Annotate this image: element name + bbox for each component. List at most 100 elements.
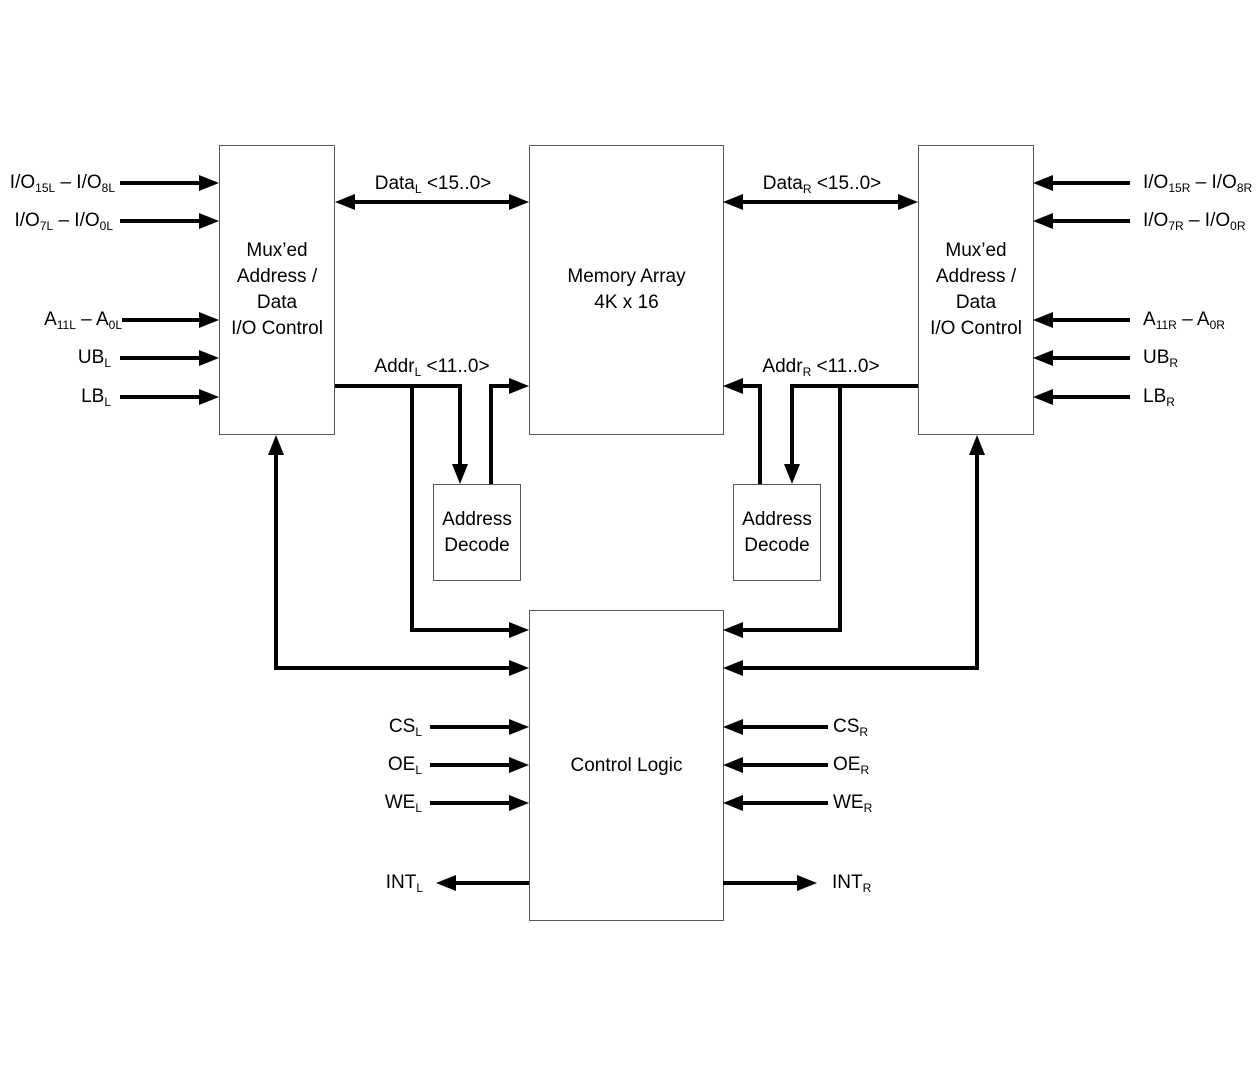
label-addr-in-right: A11R – A0R: [1143, 309, 1225, 332]
wire-ub-right: [1053, 356, 1130, 360]
wire-left-block-to-control: [274, 666, 511, 670]
block-label-line: Data: [955, 292, 997, 313]
wire-data-bus-right: [741, 200, 900, 204]
arrowhead-right-icon: [199, 175, 219, 191]
block-label-line: Address /: [935, 266, 1017, 287]
arrowhead-up-icon: [969, 435, 985, 455]
label-io-low-left: I/O7L – I/O0L: [14, 210, 113, 233]
wire-we-right: [743, 801, 828, 805]
arrowhead-left-icon: [723, 378, 743, 394]
arrowhead-right-icon: [509, 194, 529, 210]
label-we-left: WEL: [384, 792, 422, 815]
arrowhead-left-icon: [1033, 312, 1053, 328]
arrowhead-left-icon: [723, 622, 743, 638]
block-label-line: Address: [442, 508, 512, 530]
arrowhead-left-icon: [723, 757, 743, 773]
block-muxed-io-right: Mux’ed Address / Data I/O Control: [918, 145, 1034, 435]
arrowhead-right-icon: [509, 660, 529, 676]
wire-addr-drop-left: [410, 384, 414, 632]
arrowhead-left-icon: [1033, 350, 1053, 366]
block-label-line: Mux’ed: [246, 240, 308, 261]
arrowhead-right-icon: [797, 875, 817, 891]
wire-data-bus-left: [353, 200, 511, 204]
wire-io-high-right: [1053, 181, 1130, 185]
arrowhead-left-icon: [1033, 213, 1053, 229]
label-we-right: WER: [833, 792, 873, 815]
arrowhead-left-icon: [436, 875, 456, 891]
label-oe-left: OEL: [387, 754, 422, 777]
wire-io-low-left: [120, 219, 199, 223]
label-addr-in-left: A11L – A0L: [44, 309, 122, 332]
arrowhead-right-icon: [199, 312, 219, 328]
arrowhead-right-icon: [509, 622, 529, 638]
label-io-high-left: I/O15L – I/O8L: [9, 172, 115, 195]
block-label-line: Address /: [236, 266, 318, 287]
block-address-decode-left: Address Decode: [433, 484, 521, 581]
arrowhead-right-icon: [509, 719, 529, 735]
block-muxed-io-left: Mux’ed Address / Data I/O Control: [219, 145, 335, 435]
block-label-line: I/O Control: [930, 318, 1022, 339]
arrowhead-right-icon: [199, 389, 219, 405]
label-cs-right: CSR: [833, 716, 869, 739]
arrowhead-up-icon: [268, 435, 284, 455]
wire-ub-left: [120, 356, 199, 360]
arrowhead-right-icon: [509, 757, 529, 773]
wire-addr-in-left: [122, 318, 199, 322]
arrowhead-left-icon: [723, 194, 743, 210]
arrowhead-left-icon: [1033, 389, 1053, 405]
block-label-line: Address: [742, 508, 812, 530]
wire-we-left: [430, 801, 511, 805]
arrowhead-left-icon: [723, 660, 743, 676]
wire-int-right: [723, 881, 799, 885]
label-int-right: INTR: [832, 872, 872, 895]
wire-right-block-to-control: [741, 666, 979, 670]
wire-addr-bus-right: [790, 384, 918, 388]
block-label-line: Decode: [744, 534, 810, 556]
wire-decode-to-memory-left: [489, 384, 511, 388]
wire-io-low-right: [1053, 219, 1130, 223]
label-addr-bus-right: AddrR <11..0>: [762, 356, 880, 379]
arrowhead-left-icon: [723, 719, 743, 735]
block-label-line: Data: [256, 292, 298, 313]
wire-addr-to-control-left: [410, 628, 511, 632]
label-oe-right: OER: [833, 754, 870, 777]
arrowhead-right-icon: [509, 378, 529, 394]
label-addr-bus-left: AddrL <11..0>: [374, 356, 490, 379]
arrowhead-right-icon: [199, 350, 219, 366]
arrowhead-right-icon: [898, 194, 918, 210]
block-label-line: Mux’ed: [945, 240, 1007, 261]
wire-addr-to-control-right: [741, 628, 842, 632]
wire-control-to-right-block: [975, 453, 979, 670]
label-io-low-right: I/O7R – I/O0R: [1143, 210, 1246, 233]
wire-oe-right: [743, 763, 828, 767]
label-data-bus-right: DataR <15..0>: [762, 173, 882, 196]
wire-oe-left: [430, 763, 511, 767]
wire-lb-left: [120, 395, 199, 399]
wire-int-left: [454, 881, 529, 885]
label-cs-left: CSL: [388, 716, 422, 739]
arrowhead-down-icon: [452, 464, 468, 484]
label-data-bus-left: DataL <15..0>: [374, 173, 492, 196]
wire-cs-right: [743, 725, 828, 729]
wire-addr-in-right: [1053, 318, 1130, 322]
label-ub-right: UBR: [1143, 347, 1179, 370]
label-int-left: INTL: [385, 872, 423, 895]
wire-lb-right: [1053, 395, 1130, 399]
block-control-logic: Control Logic: [529, 610, 724, 921]
wire-decode-to-memory-right: [741, 384, 762, 388]
arrowhead-down-icon: [784, 464, 800, 484]
wire-io-high-left: [120, 181, 199, 185]
block-label-line: 4K x 16: [594, 292, 659, 313]
block-label-line: Decode: [444, 534, 510, 556]
arrowhead-right-icon: [199, 213, 219, 229]
wire-cs-left: [430, 725, 511, 729]
wire-addr-to-decode-left: [458, 384, 462, 466]
wire-addr-to-decode-right: [790, 384, 794, 466]
wire-control-to-left-block: [274, 453, 278, 670]
wire-decode-out-right: [758, 384, 762, 484]
arrowhead-left-icon: [723, 795, 743, 811]
arrowhead-right-icon: [509, 795, 529, 811]
label-ub-left: UBL: [77, 347, 111, 370]
wire-addr-bus-left: [335, 384, 462, 388]
